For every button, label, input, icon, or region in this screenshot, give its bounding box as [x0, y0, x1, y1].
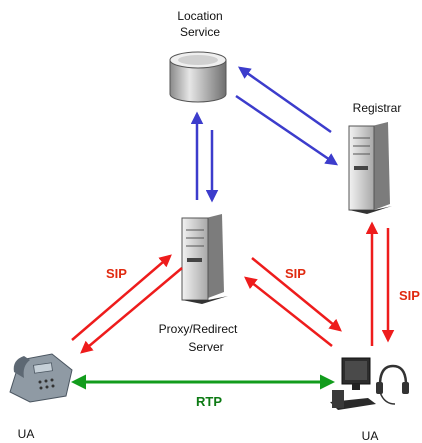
registrar-label: Registrar	[353, 101, 402, 115]
ua-right-label: UA	[362, 429, 379, 443]
arrow-ua-left-to-proxy	[71, 254, 172, 341]
ua-right-node: UA	[330, 357, 409, 443]
sip-label-right: SIP	[285, 266, 306, 281]
proxy-label-line1: Proxy/Redirect	[159, 322, 238, 336]
ua-left-node: UA	[9, 353, 73, 441]
proxy-label-line2: Server	[188, 340, 223, 354]
arrow-location-to-registrar	[235, 94, 339, 166]
database-icon	[169, 51, 227, 103]
arrow-proxy-to-ua-left	[80, 267, 183, 354]
sip-label-registrar: SIP	[399, 288, 420, 303]
location-arrows	[190, 66, 339, 203]
location-service-node: Location Service	[169, 9, 227, 103]
registrar-node: Registrar	[348, 101, 402, 214]
proxy-redirect-server-node: Proxy/Redirect Server	[159, 214, 238, 354]
location-service-label-line1: Location	[177, 9, 222, 23]
sip-arrows	[71, 221, 395, 354]
server-icon	[181, 214, 228, 304]
server-icon	[348, 122, 392, 214]
rtp-label: RTP	[196, 394, 222, 409]
sip-label-left: SIP	[106, 266, 127, 281]
arrow-proxy-to-ua-right	[251, 257, 342, 332]
phone-icon	[9, 353, 73, 403]
computer-with-headset-icon	[330, 357, 409, 410]
ua-left-label: UA	[18, 427, 35, 441]
arrow-ua-right-to-proxy	[244, 276, 333, 347]
arrow-registrar-to-location	[237, 66, 332, 134]
location-service-label-line2: Service	[180, 25, 220, 39]
